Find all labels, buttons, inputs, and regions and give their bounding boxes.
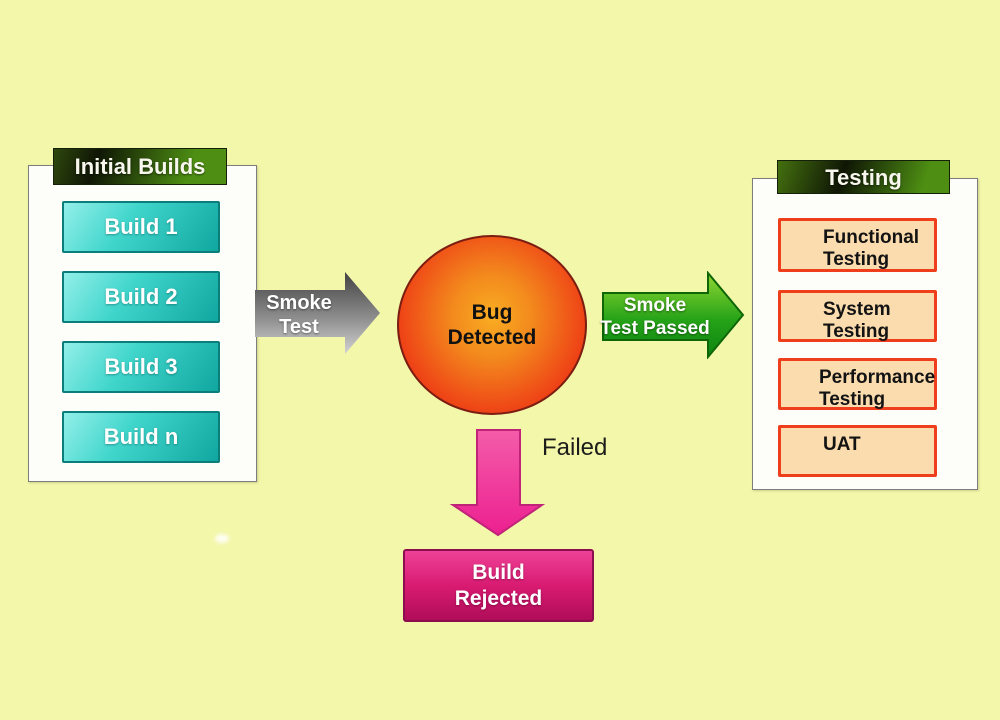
functional-testing-node: Functional Testing	[778, 218, 937, 272]
build-2-node: Build 2	[62, 271, 220, 323]
smoke-test-line1: Smoke	[266, 292, 332, 314]
smoke-passed-line2: Test Passed	[600, 318, 710, 339]
bug-detected-line2: Detected	[447, 326, 537, 349]
smoke-test-line2: Test	[279, 316, 319, 338]
system-testing-line1: System	[823, 299, 891, 320]
build-3-label: Build 3	[104, 354, 178, 379]
build-2-label: Build 2	[104, 284, 178, 309]
build-1-label: Build 1	[104, 214, 178, 239]
image-artifact-dot	[215, 534, 229, 543]
testing-header: Testing	[777, 160, 950, 194]
functional-testing-line1: Functional	[823, 227, 920, 248]
build-n-node: Build n	[62, 411, 220, 463]
bug-detected-node: Bug Detected	[397, 235, 587, 415]
functional-testing-line2: Testing	[823, 249, 890, 270]
build-rejected-line2: Rejected	[454, 587, 543, 610]
build-1-node: Build 1	[62, 201, 220, 253]
failed-arrow-icon	[450, 429, 545, 537]
build-n-label: Build n	[103, 424, 179, 449]
smoke-test-passed-arrow-icon	[602, 271, 745, 359]
system-testing-node: System Testing	[778, 290, 937, 342]
performance-testing-node: Performance Testing	[778, 358, 937, 410]
smoke-test-arrow-label: Smoke Test	[251, 291, 347, 339]
failed-label: Failed	[542, 434, 608, 461]
build-3-node: Build 3	[62, 341, 220, 393]
smoke-passed-line1: Smoke	[623, 295, 687, 316]
uat-node: UAT	[778, 425, 937, 477]
smoke-test-passed-arrow-label: Smoke Test Passed	[598, 294, 712, 340]
performance-testing-line2: Testing	[819, 389, 886, 410]
system-testing-line2: Testing	[823, 321, 890, 342]
performance-testing-line1: Performance	[819, 367, 936, 388]
bug-detected-line1: Bug	[471, 301, 513, 324]
build-rejected-line1: Build	[472, 561, 525, 584]
uat-line1: UAT	[823, 434, 861, 455]
build-rejected-node: Build Rejected	[403, 549, 594, 622]
smoke-test-arrow-icon	[255, 272, 380, 354]
initial-builds-header: Initial Builds	[53, 148, 227, 185]
